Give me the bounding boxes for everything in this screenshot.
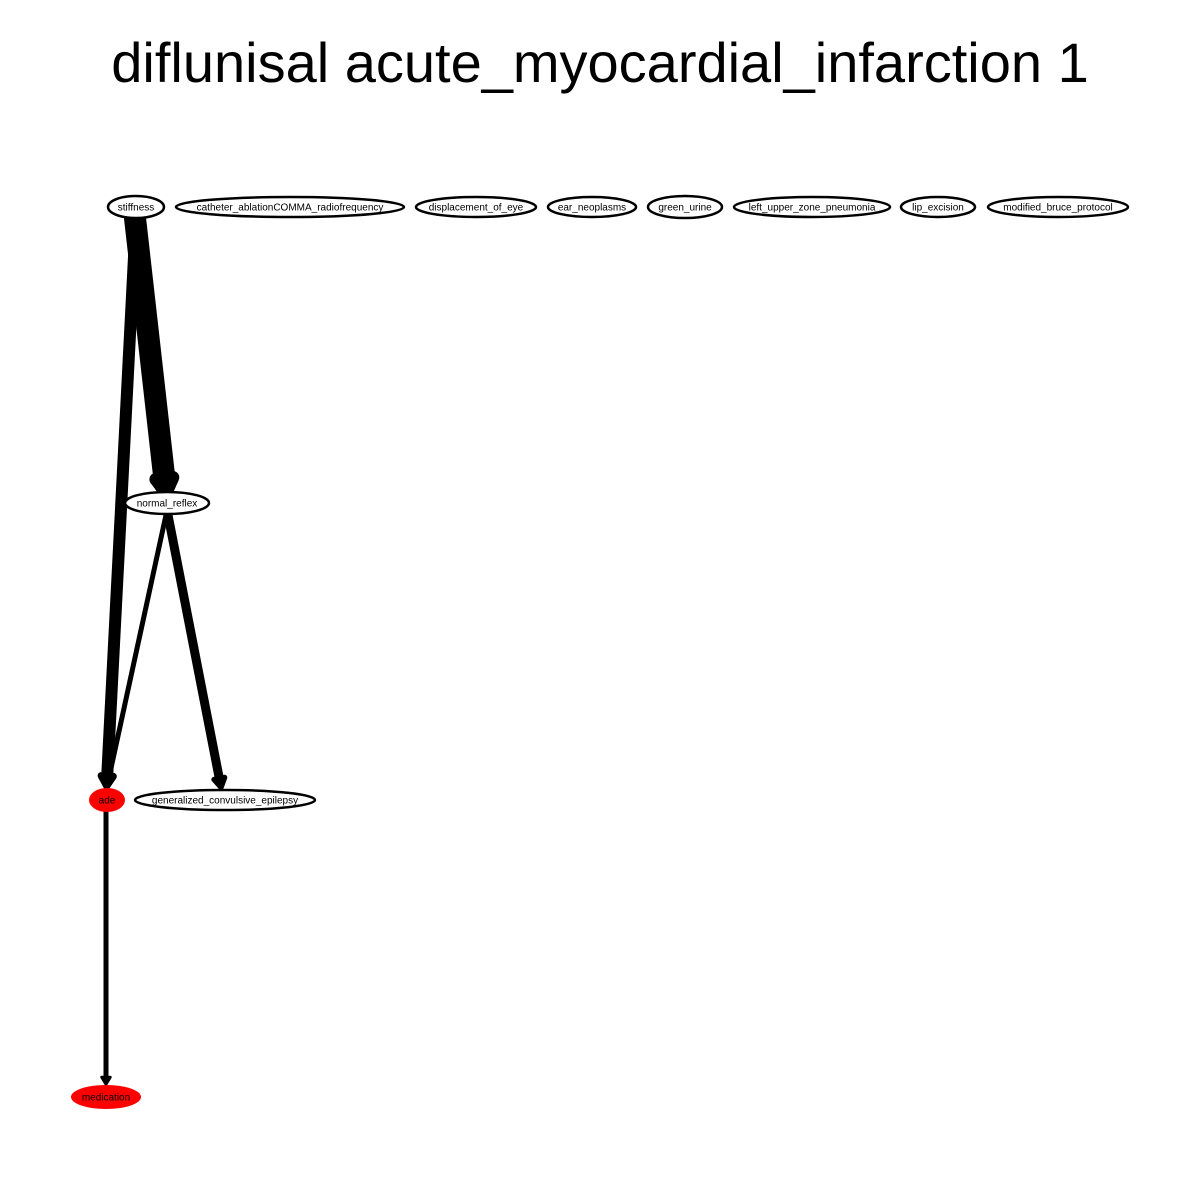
edge-line (105, 512, 169, 785)
node-shape (174, 195, 406, 219)
node-stiffness: stiffness (106, 194, 166, 220)
node-shape (414, 195, 538, 219)
edge-normal_reflex-to-ade (102, 512, 169, 789)
edge-line (101, 212, 142, 786)
node-label: stiffness (118, 203, 155, 214)
node-lupz: left_upper_zone_pneumonia (732, 195, 892, 219)
edge-ade-to-medication (100, 809, 112, 1086)
node-shape (123, 490, 211, 516)
edge-line (124, 207, 176, 495)
node-medication: medication (71, 1085, 141, 1109)
node-shape (133, 788, 317, 812)
node-label: ear_neoplasms (558, 203, 626, 214)
node-shape (986, 195, 1130, 219)
node-shape (546, 195, 638, 219)
node-label: lip_excision (912, 203, 964, 214)
edges-layer (97, 207, 228, 1086)
node-displacement: displacement_of_eye (414, 195, 538, 219)
node-gce: generalized_convulsive_epilepsy (133, 788, 317, 812)
node-label: displacement_of_eye (429, 203, 524, 214)
arrowhead (149, 470, 180, 499)
nodes-layer: stiffness catheter_ablationCOMMA_radiofre… (71, 194, 1130, 1109)
edge-normal_reflex-to-gce (163, 510, 228, 791)
node-label: catheter_ablationCOMMA_radiofrequency (197, 203, 384, 214)
node-label: ade (99, 796, 116, 807)
node-shape (732, 195, 892, 219)
node-label: left_upper_zone_pneumonia (749, 203, 876, 214)
arrowhead (100, 1075, 112, 1086)
arrowhead (102, 776, 115, 789)
node-shape (646, 194, 724, 220)
node-shape (89, 788, 125, 812)
edge-stiffness-to-normal_reflex (124, 207, 180, 499)
node-bruce: modified_bruce_protocol (986, 195, 1130, 219)
node-label: medication (82, 1093, 130, 1104)
node-catheter: catheter_ablationCOMMA_radiofrequency (174, 195, 406, 219)
node-ade: ade (89, 788, 125, 812)
node-shape (106, 194, 166, 220)
node-ear: ear_neoplasms (546, 195, 638, 219)
node-label: green_urine (658, 203, 712, 214)
node-green: green_urine (646, 194, 724, 220)
arrowhead (211, 774, 228, 791)
node-shape (899, 195, 977, 219)
node-label: modified_bruce_protocol (1003, 203, 1113, 214)
page-title: diflunisal acute_myocardial_infarction 1 (111, 31, 1089, 94)
edge-line (163, 510, 225, 787)
node-shape (71, 1085, 141, 1109)
node-label: generalized_convulsive_epilepsy (152, 796, 298, 807)
node-label: normal_reflex (137, 499, 198, 510)
node-lip: lip_excision (899, 195, 977, 219)
node-normal-reflex: normal_reflex (123, 490, 211, 516)
